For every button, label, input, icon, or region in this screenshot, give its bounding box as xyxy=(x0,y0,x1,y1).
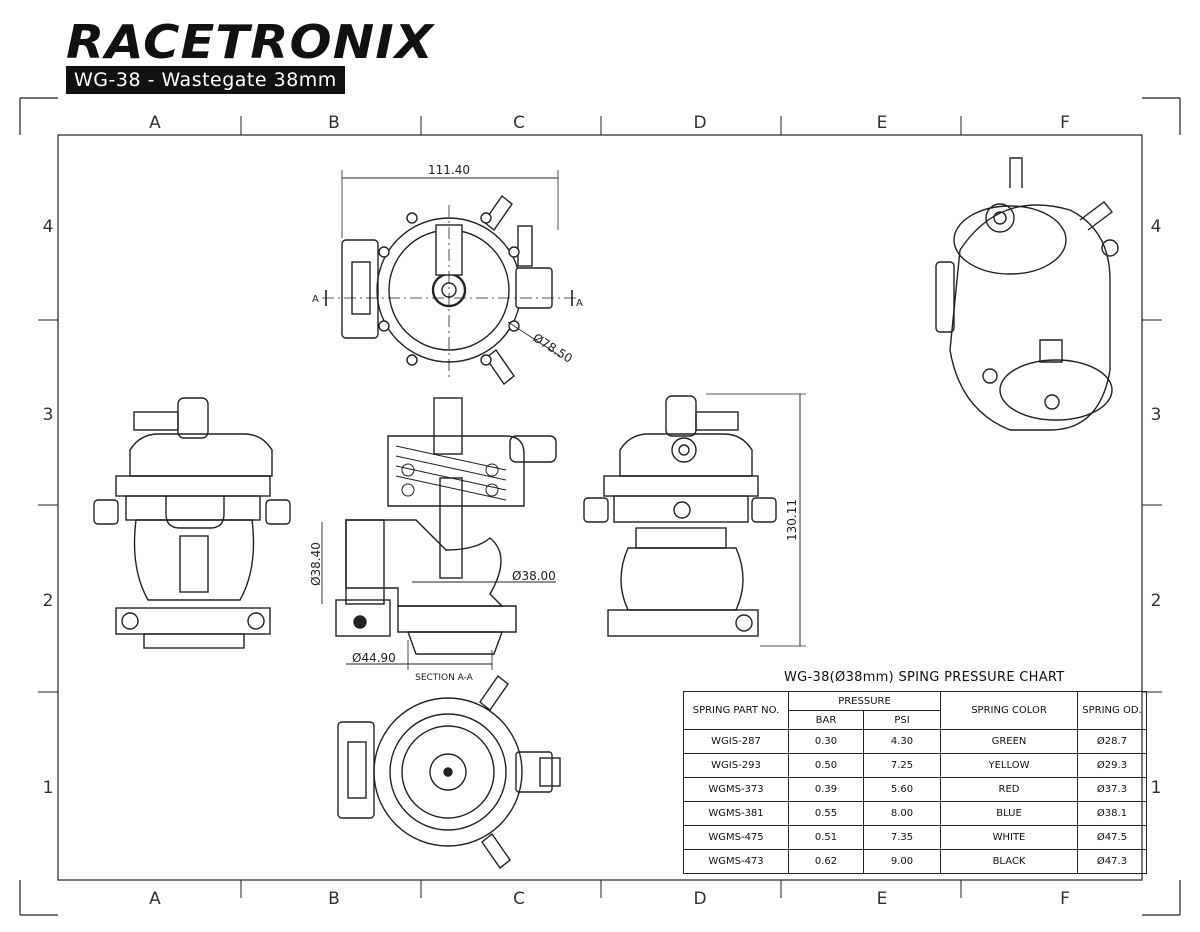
row-label-left-4: 4 xyxy=(43,217,54,237)
cell-psi: 7.35 xyxy=(863,825,941,850)
right-side-view xyxy=(583,393,806,647)
cell-od: Ø47.3 xyxy=(1077,849,1147,874)
document-title: WG-38 - Wastegate 38mm xyxy=(66,66,345,94)
cell-od: Ø28.7 xyxy=(1077,729,1147,754)
row-label-right-1: 1 xyxy=(1151,778,1162,798)
top-view xyxy=(322,170,578,386)
iso-view xyxy=(935,157,1119,431)
frame-corners xyxy=(19,97,1181,916)
header-color: SPRING COLOR xyxy=(940,691,1078,730)
col-label-top-f: F xyxy=(1060,113,1070,133)
bottom-view xyxy=(337,674,561,870)
dim-valve-diameter: Ø38.00 xyxy=(512,569,556,583)
spring-pressure-table: SPRING PART NO. PRESSURE SPRING COLOR SP… xyxy=(683,691,1147,874)
dim-top-diameter: Ø78.50 xyxy=(530,331,575,366)
header-part: SPRING PART NO. xyxy=(683,691,789,730)
dim-inlet-diameter: Ø38.40 xyxy=(309,542,323,586)
header-bar: BAR xyxy=(788,710,864,730)
col-label-top-d: D xyxy=(693,113,706,133)
cell-bar: 0.39 xyxy=(788,777,864,802)
cell-part: WGMS-475 xyxy=(683,825,789,850)
row-label-right-4: 4 xyxy=(1151,217,1162,237)
row-label-left-2: 2 xyxy=(43,591,54,611)
drawing-border xyxy=(57,134,1143,881)
cell-color: GREEN xyxy=(940,729,1078,754)
cell-color: BLACK xyxy=(940,849,1078,874)
cell-color: YELLOW xyxy=(940,753,1078,778)
left-side-view xyxy=(93,397,291,649)
cell-psi: 7.25 xyxy=(863,753,941,778)
row-label-right-2: 2 xyxy=(1151,591,1162,611)
header-psi: PSI xyxy=(863,710,941,730)
col-label-top-e: E xyxy=(877,113,888,133)
cell-color: BLUE xyxy=(940,801,1078,826)
section-marker-right: A xyxy=(576,298,583,309)
section-view xyxy=(321,397,557,670)
col-label-bottom-e: E xyxy=(877,889,888,909)
cell-bar: 0.55 xyxy=(788,801,864,826)
row-label-left-3: 3 xyxy=(43,405,54,425)
brand-logo: RACETRONIX xyxy=(66,15,436,66)
cell-psi: 4.30 xyxy=(863,729,941,754)
brand-logo-text: RACETRONIX xyxy=(66,15,436,66)
header-od: SPRING OD. xyxy=(1077,691,1147,730)
col-label-bottom-f: F xyxy=(1060,889,1070,909)
cell-color: WHITE xyxy=(940,825,1078,850)
cell-od: Ø47.5 xyxy=(1077,825,1147,850)
cell-bar: 0.30 xyxy=(788,729,864,754)
row-label-left-1: 1 xyxy=(43,778,54,798)
col-label-top-b: B xyxy=(328,113,340,133)
col-label-top-c: C xyxy=(513,113,525,133)
cell-od: Ø37.3 xyxy=(1077,777,1147,802)
dim-flange-diameter: Ø44.90 xyxy=(352,651,396,665)
cell-color: RED xyxy=(940,777,1078,802)
dim-top-width: 111.40 xyxy=(428,163,470,177)
cell-part: WGMS-373 xyxy=(683,777,789,802)
cell-bar: 0.51 xyxy=(788,825,864,850)
section-label: SECTION A-A xyxy=(415,673,474,683)
col-label-top-a: A xyxy=(149,113,161,133)
col-label-bottom-d: D xyxy=(693,889,706,909)
cell-od: Ø29.3 xyxy=(1077,753,1147,778)
cell-psi: 8.00 xyxy=(863,801,941,826)
col-label-bottom-a: A xyxy=(149,889,161,909)
cell-psi: 9.00 xyxy=(863,849,941,874)
cell-part: WGMS-473 xyxy=(683,849,789,874)
cell-part: WGMS-381 xyxy=(683,801,789,826)
cell-psi: 5.60 xyxy=(863,777,941,802)
section-marker-left: A xyxy=(312,294,319,305)
cell-part: WGIS-293 xyxy=(683,753,789,778)
col-label-bottom-c: C xyxy=(513,889,525,909)
dim-height: 130.11 xyxy=(785,499,799,541)
spring-chart-title: WG-38(Ø38mm) SPING PRESSURE CHART xyxy=(784,670,1065,685)
cell-bar: 0.62 xyxy=(788,849,864,874)
col-label-bottom-b: B xyxy=(328,889,340,909)
cell-od: Ø38.1 xyxy=(1077,801,1147,826)
row-label-right-3: 3 xyxy=(1151,405,1162,425)
cell-part: WGIS-287 xyxy=(683,729,789,754)
table-header-row: SPRING PART NO. PRESSURE SPRING COLOR SP… xyxy=(683,691,1147,730)
header-pressure: PRESSURE xyxy=(788,691,941,711)
cell-bar: 0.50 xyxy=(788,753,864,778)
